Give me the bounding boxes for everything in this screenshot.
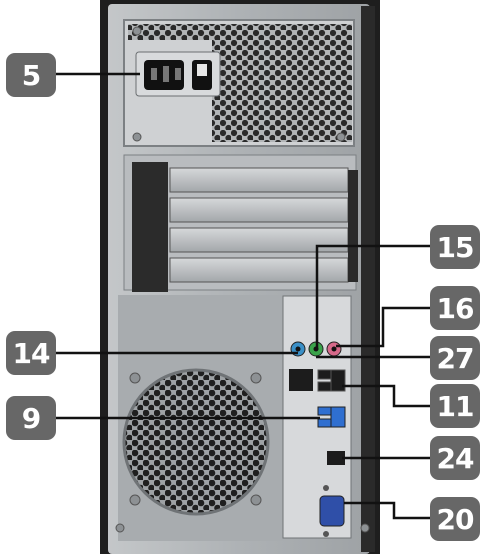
slot-retainer-bar [132, 162, 168, 292]
socket-pin [163, 66, 169, 82]
pci-slot-cover [169, 227, 349, 253]
callout-label: 27 [436, 341, 475, 375]
screw-icon [132, 132, 142, 142]
callout-label: 24 [436, 441, 475, 475]
usb2-port-icon [330, 369, 346, 392]
leader-line-15 [315, 244, 433, 349]
callout-20: 20 [430, 497, 480, 541]
callout-label: 15 [436, 230, 475, 264]
callout-label: 16 [436, 291, 475, 325]
callout-14: 14 [6, 331, 56, 375]
leader-line-11 [342, 384, 433, 408]
socket-pin [151, 68, 157, 80]
screw-icon [129, 494, 141, 506]
screw-icon [132, 26, 142, 36]
callout-27: 27 [430, 336, 480, 380]
psu-vent-grille [212, 24, 352, 142]
case-side-edge [361, 6, 375, 552]
lan-port-icon [289, 369, 313, 391]
screw-icon [250, 494, 262, 506]
callout-5: 5 [6, 53, 56, 97]
screw-icon [336, 132, 346, 142]
hdmi-port-icon [327, 451, 345, 465]
pci-slot-cover [169, 197, 349, 223]
callout-11: 11 [430, 384, 480, 428]
callout-15: 15 [430, 225, 480, 269]
callout-16: 16 [430, 286, 480, 330]
screw-icon [360, 523, 370, 533]
leader-line-16 [336, 306, 433, 348]
callout-label: 14 [12, 336, 51, 370]
callout-label: 9 [21, 401, 42, 435]
leader-line-20 [344, 501, 433, 520]
vga-port-icon [319, 495, 345, 527]
screw-icon [250, 372, 262, 384]
screw-icon [115, 523, 125, 533]
leader-lines [55, 72, 433, 520]
slot-bracket [348, 170, 358, 282]
psu-vent-grille-left [128, 24, 212, 40]
callout-label: 20 [436, 502, 475, 536]
pci-slot-cover [169, 257, 349, 283]
usb3-port-icon [330, 406, 346, 428]
pci-slot-cover [169, 167, 349, 193]
switch-rocker [197, 64, 207, 76]
callout-label: 11 [436, 389, 475, 423]
socket-pin [175, 68, 181, 80]
callout-24: 24 [430, 436, 480, 480]
screw-icon [129, 372, 141, 384]
rear-fan-grille [122, 368, 270, 516]
callout-9: 9 [6, 396, 56, 440]
callout-label: 5 [21, 58, 42, 92]
